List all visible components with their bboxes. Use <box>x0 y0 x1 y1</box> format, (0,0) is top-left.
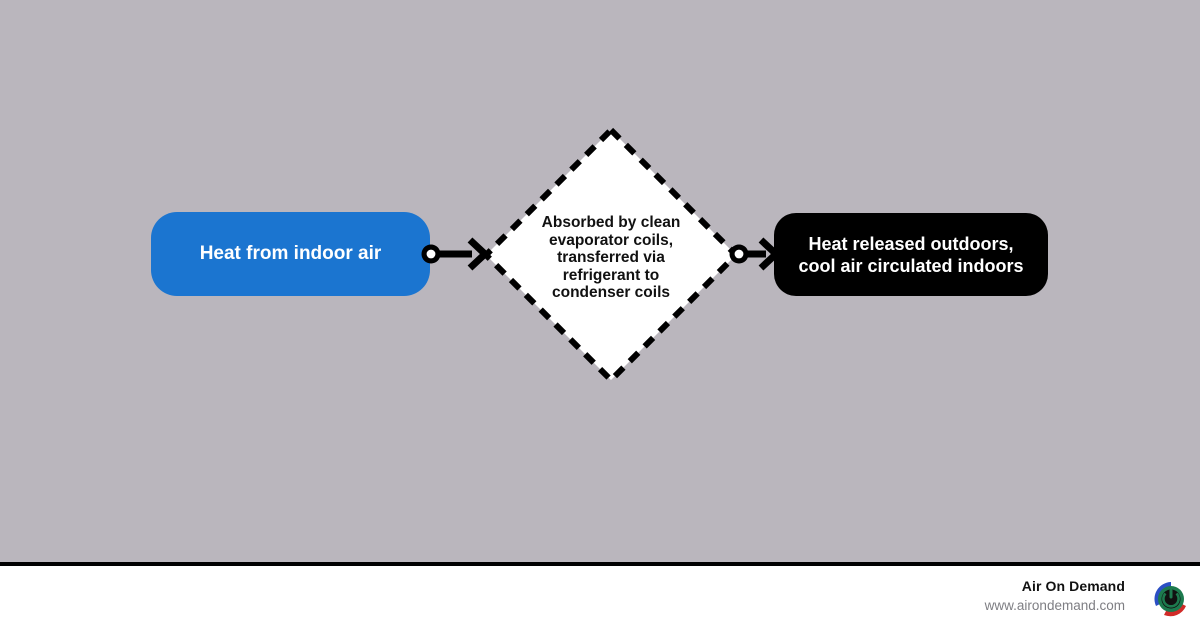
footer-brand-block: Air On Demand www.airondemand.com <box>985 576 1125 616</box>
diamond-shape-icon <box>483 127 739 383</box>
flow-node-target-label: Heat released outdoors, cool air circula… <box>798 233 1024 276</box>
brand-name: Air On Demand <box>1021 578 1125 594</box>
power-circle-logo-icon <box>1150 578 1192 620</box>
connector-start-circle-inner <box>734 249 744 259</box>
connector-start-circle-inner <box>426 249 436 259</box>
flow-node-process-label: Absorbed by clean evaporator coils, tran… <box>541 214 681 302</box>
diagram-canvas: Heat from indoor air Absorbed by clean e… <box>0 0 1200 562</box>
flow-node-process[interactable]: Absorbed by clean evaporator coils, tran… <box>478 122 744 388</box>
footer-divider <box>0 562 1200 566</box>
brand-url[interactable]: www.airondemand.com <box>984 598 1125 613</box>
flow-node-target[interactable]: Heat released outdoors, cool air circula… <box>774 213 1048 296</box>
footer-bar: Air On Demand www.airondemand.com <box>0 566 1200 630</box>
flow-node-source[interactable]: Heat from indoor air <box>151 212 430 296</box>
flow-node-source-label: Heat from indoor air <box>199 243 382 264</box>
